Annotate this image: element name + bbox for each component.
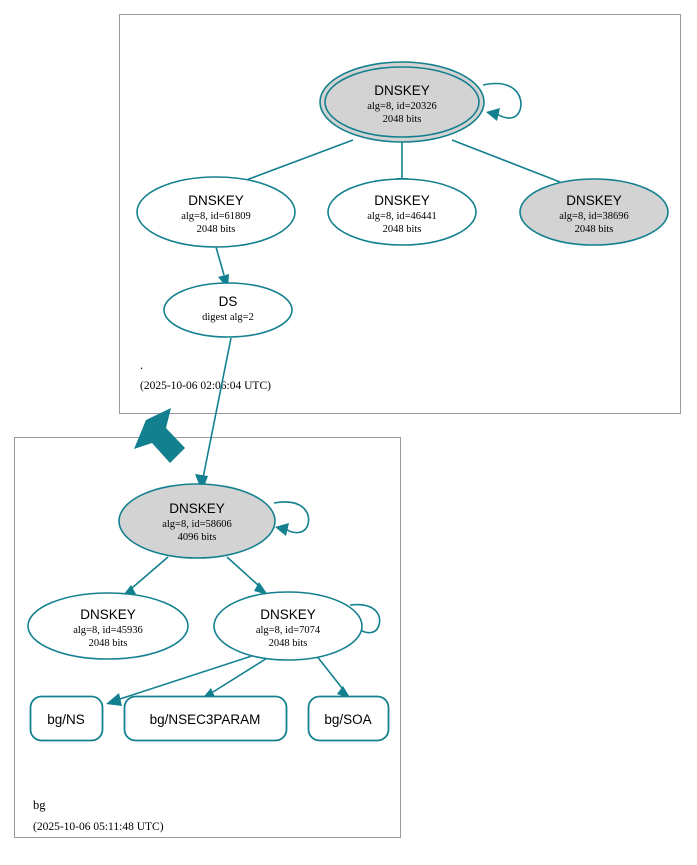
edge-root-ksk-self-loop xyxy=(482,82,522,121)
node-bg-zsk-45936[interactable]: DNSKEY alg=8, id=45936 2048 bits xyxy=(27,592,189,660)
node-title: DS xyxy=(219,294,238,309)
node-root-ksk-20326[interactable]: DNSKEY alg=8, id=20326 2048 bits xyxy=(319,61,485,143)
edge-bg-ksk-self-loop xyxy=(273,501,310,536)
node-bits: 2048 bits xyxy=(383,114,422,125)
zone-timestamp-root: (2025-10-06 02:06:04 UTC) xyxy=(140,380,271,392)
node-detail: alg=8, id=61809 xyxy=(181,211,251,222)
node-detail: alg=8, id=38696 xyxy=(559,211,629,222)
zone-timestamp-bg: (2025-10-06 05:11:48 UTC) xyxy=(33,821,164,833)
node-bits: 2048 bits xyxy=(575,224,614,235)
node-title: DNSKEY xyxy=(80,607,136,622)
node-root-zsk-46441[interactable]: DNSKEY alg=8, id=46441 2048 bits xyxy=(327,178,477,246)
node-bg-ksk-58606[interactable]: DNSKEY alg=8, id=58606 4096 bits xyxy=(118,483,276,559)
rrset-label: bg/SOA xyxy=(324,712,371,727)
node-title: DNSKEY xyxy=(188,193,244,208)
node-bg-zsk-7074[interactable]: DNSKEY alg=8, id=7074 2048 bits xyxy=(213,591,363,661)
node-title: DNSKEY xyxy=(169,501,225,516)
edge-bg-zsk-7074-to-ns xyxy=(106,651,265,706)
node-detail: alg=8, id=20326 xyxy=(367,101,437,112)
rrset-bg-ns[interactable]: bg/NS xyxy=(29,695,104,742)
rrset-label: bg/NSEC3PARAM xyxy=(150,712,261,727)
node-bits: 2048 bits xyxy=(89,638,128,649)
rrset-bg-soa[interactable]: bg/SOA xyxy=(307,695,390,742)
node-bits: 4096 bits xyxy=(178,532,217,543)
node-detail: digest alg=2 xyxy=(202,312,254,323)
node-title: DNSKEY xyxy=(566,193,622,208)
rrset-bg-nsec3param[interactable]: bg/NSEC3PARAM xyxy=(123,695,288,742)
zone-label-bg: bg xyxy=(33,798,46,812)
node-bits: 2048 bits xyxy=(269,638,308,649)
edge-ds-to-bg-ksk xyxy=(195,337,232,492)
node-root-ds[interactable]: DS digest alg=2 xyxy=(163,282,293,338)
delegation-arrow-root-to-bg xyxy=(134,408,185,463)
rrset-label: bg/NS xyxy=(47,712,85,727)
node-detail: alg=8, id=58606 xyxy=(162,519,232,530)
edge-bg-ksk-to-zsk-7074 xyxy=(226,556,268,595)
zone-label-root: . xyxy=(140,358,143,372)
node-detail: alg=8, id=45936 xyxy=(73,625,143,636)
node-root-zsk-61809[interactable]: DNSKEY alg=8, id=61809 2048 bits xyxy=(136,176,296,248)
node-root-ksk-38696[interactable]: DNSKEY alg=8, id=38696 2048 bits xyxy=(519,178,669,246)
node-detail: alg=8, id=46441 xyxy=(367,211,437,222)
node-bits: 2048 bits xyxy=(383,224,422,235)
node-title: DNSKEY xyxy=(374,83,430,98)
node-title: DNSKEY xyxy=(260,607,316,622)
node-title: DNSKEY xyxy=(374,193,430,208)
node-bits: 2048 bits xyxy=(197,224,236,235)
node-detail: alg=8, id=7074 xyxy=(256,625,321,636)
